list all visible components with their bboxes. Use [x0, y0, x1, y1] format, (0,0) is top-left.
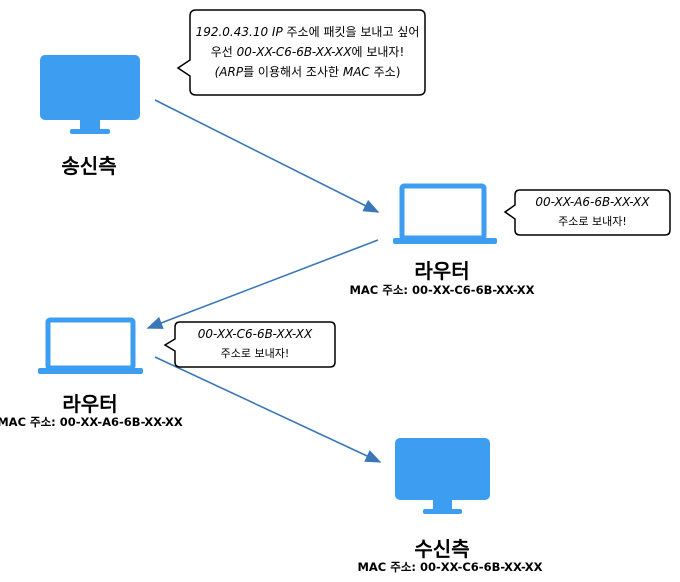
- text: 주소에 패킷을 보내고 싶어: [282, 25, 420, 39]
- router1-bubble-text: 00-XX-A6-6B-XX-XX 주소로 보내자!: [515, 193, 670, 231]
- speech-bubble: [176, 9, 426, 96]
- speech-bubble: [503, 189, 671, 236]
- text: 주소로 보내자!: [558, 215, 627, 228]
- text: MAC: [342, 65, 370, 79]
- mac-text: 00-XX-A6-6B-XX-XX: [535, 195, 650, 209]
- text: 에 보내자!: [351, 45, 405, 59]
- text: (ARP: [214, 65, 244, 79]
- router2-mac: MAC 주소: 00-XX-A6-6B-XX-XX: [0, 415, 183, 429]
- text: 우선: [210, 45, 237, 59]
- text: 주소로 보내자!: [220, 347, 290, 360]
- sender-bubble-text: 192.0.43.10 IP 주소에 패킷을 보내고 싶어 우선 00-XX-C…: [190, 22, 425, 82]
- desktop-monitor-icon: [395, 438, 490, 514]
- router1-label: 라우터: [414, 259, 470, 283]
- laptop-icon: [393, 183, 497, 244]
- router1-mac: MAC 주소: 00-XX-C6-6B-XX-XX: [349, 283, 535, 297]
- receiver-label: 수신측: [414, 537, 470, 561]
- router2-label: 라우터: [62, 392, 118, 416]
- mac-text: 00-XX-C6-6B-XX-XX: [197, 327, 313, 341]
- router2-bubble-text: 00-XX-C6-6B-XX-XX 주소로 보내자!: [175, 325, 335, 363]
- mac-text: 00-XX-C6-6B-XX-XX: [236, 45, 352, 59]
- laptop-icon: [38, 317, 143, 374]
- sender-label: 송신측: [61, 154, 117, 178]
- text: 주소): [369, 65, 401, 79]
- arrow-router-to-router: [146, 239, 379, 329]
- arrow-router-to-receiver: [154, 356, 382, 463]
- text: 를 이용해서 조사한: [243, 65, 343, 79]
- ip-text: 192.0.43.10 IP: [195, 25, 283, 39]
- arrow-sender-to-router: [154, 99, 380, 213]
- speech-bubble: [163, 321, 336, 368]
- desktop-monitor-icon: [40, 55, 140, 134]
- receiver-mac: MAC 주소: 00-XX-C6-6B-XX-XX: [357, 560, 543, 574]
